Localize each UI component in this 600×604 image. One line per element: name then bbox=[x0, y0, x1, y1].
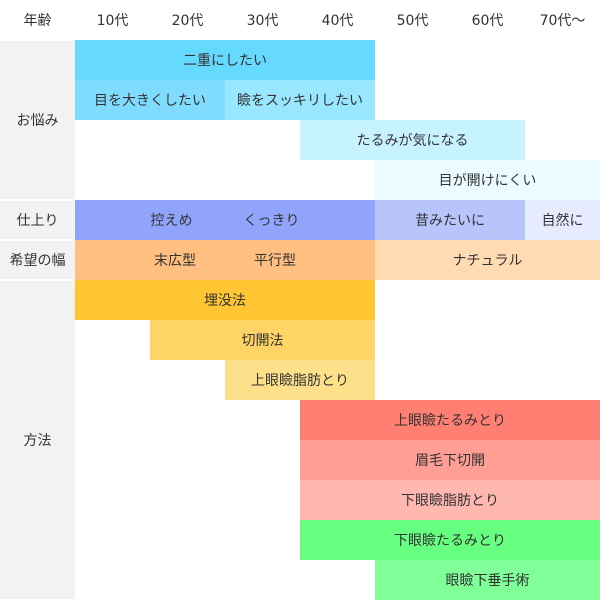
section-label-worries: お悩み bbox=[0, 41, 75, 199]
age-header-6: 60代 bbox=[471, 13, 504, 29]
bar-12-label-1: 切開法 bbox=[241, 333, 284, 349]
bar-14-label-1: 上眼瞼たるみとり bbox=[394, 413, 506, 429]
bar-5: 目が開けにくい bbox=[375, 160, 600, 200]
bar-17-label-1: 下眼瞼たるみとり bbox=[394, 533, 506, 549]
age-header-3: 30代 bbox=[246, 13, 279, 29]
bar-13: 上眼瞼脂肪とり bbox=[225, 360, 375, 400]
bar-12: 切開法 bbox=[150, 320, 375, 360]
age-header-5: 50代 bbox=[396, 13, 429, 29]
bar-5-label-1: 目が開けにくい bbox=[438, 173, 537, 189]
bar-13-label-1: 上眼瞼脂肪とり bbox=[251, 373, 349, 389]
bar-3: 瞼をスッキリしたい bbox=[225, 80, 375, 120]
bar-7-label-1: 昔みたいに bbox=[415, 213, 485, 229]
bar-4: たるみが気になる bbox=[300, 120, 525, 160]
bar-15: 眉毛下切開 bbox=[300, 440, 600, 480]
bar-8: 自然に bbox=[525, 200, 600, 240]
age-header-7: 70代〜 bbox=[539, 13, 586, 29]
bar-1-label-1: 二重にしたい bbox=[183, 53, 267, 69]
bar-2-label-1: 目を大きくしたい bbox=[94, 93, 206, 109]
age-header-4: 40代 bbox=[321, 13, 354, 29]
bar-16: 下眼瞼脂肪とり bbox=[300, 480, 600, 520]
bar-7: 昔みたいに bbox=[375, 200, 525, 240]
bar-18: 眼瞼下垂手術 bbox=[375, 560, 600, 600]
bar-6-label-2: くっきり bbox=[243, 213, 300, 229]
age-header-2: 20代 bbox=[171, 13, 204, 29]
section-label-width: 希望の幅 bbox=[0, 241, 75, 279]
bar-2: 目を大きくしたい bbox=[75, 80, 225, 120]
bar-11-label-1: 埋没法 bbox=[204, 293, 246, 309]
bar-15-label-1: 眉毛下切開 bbox=[415, 453, 485, 469]
bar-9-label-1: 末広型 bbox=[154, 253, 196, 269]
bar-6-label-1: 控えめ bbox=[150, 213, 193, 229]
bar-9-label-2: 平行型 bbox=[254, 253, 296, 269]
bar-9: 末広型 平行型 bbox=[75, 240, 375, 280]
bar-1: 二重にしたい bbox=[75, 40, 375, 80]
bar-4-label-1: たるみが気になる bbox=[356, 133, 469, 149]
bar-14: 上眼瞼たるみとり bbox=[300, 400, 600, 440]
bar-18-label-1: 眼瞼下垂手術 bbox=[445, 573, 530, 589]
section-label-method: 方法 bbox=[0, 281, 75, 599]
bar-10-label-1: ナチュラル bbox=[452, 253, 523, 269]
bar-3-label-1: 瞼をスッキリしたい bbox=[237, 93, 363, 109]
bar-17: 下眼瞼たるみとり bbox=[300, 520, 600, 560]
bar-11: 埋没法 bbox=[75, 280, 375, 320]
bar-16-label-1: 下眼瞼脂肪とり bbox=[401, 493, 499, 509]
age-header-1: 10代 bbox=[96, 13, 129, 29]
bar-8-label-1: 自然に bbox=[541, 213, 584, 229]
age-corner-label: 年齢 bbox=[23, 13, 52, 29]
bar-10: ナチュラル bbox=[375, 240, 600, 280]
bar-6: 控えめ くっきり bbox=[75, 200, 375, 240]
section-label-finish: 仕上り bbox=[0, 201, 75, 239]
